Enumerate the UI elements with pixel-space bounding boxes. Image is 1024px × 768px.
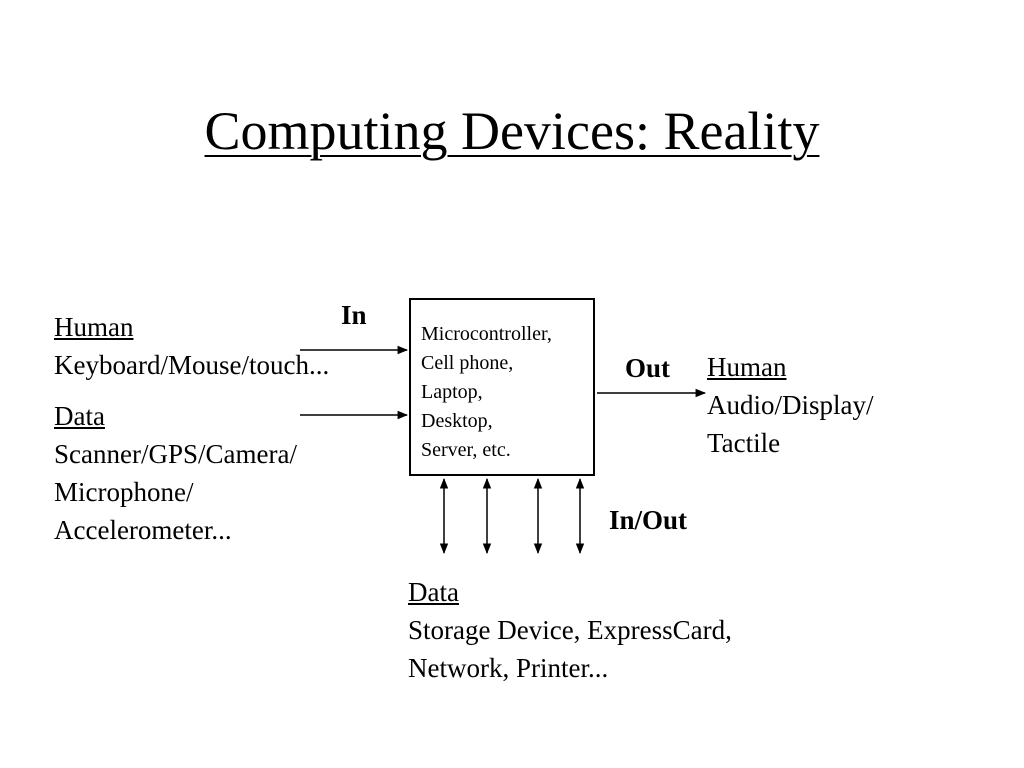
input-human-group: Human Keyboard/Mouse/touch... xyxy=(54,308,329,384)
input-data-group: Data Scanner/GPS/Camera/ Microphone/ Acc… xyxy=(54,397,297,549)
computing-device-box: Microcontroller, Cell phone, Laptop, Des… xyxy=(409,298,595,476)
output-human-heading: Human xyxy=(707,352,787,382)
device-line-laptop: Laptop, xyxy=(421,381,483,403)
device-line-server: Server, etc. xyxy=(421,439,511,461)
in-label: In xyxy=(341,300,367,330)
output-human-line-2: Tactile xyxy=(707,428,781,458)
io-data-group: Data Storage Device, ExpressCard, Networ… xyxy=(408,573,732,687)
input-human-heading: Human xyxy=(54,312,134,342)
io-data-line-1: Storage Device, ExpressCard, xyxy=(408,615,732,645)
io-data-line-2: Network, Printer... xyxy=(408,653,609,683)
input-data-line-3: Accelerometer... xyxy=(54,515,232,545)
io-data-heading: Data xyxy=(408,577,459,607)
input-human-devices: Keyboard/Mouse/touch... xyxy=(54,350,330,380)
output-human-group: Human Audio/Display/ Tactile xyxy=(707,348,874,462)
device-line-microcontroller: Microcontroller, xyxy=(421,323,552,345)
slide-title: Computing Devices: Reality xyxy=(204,101,820,161)
input-data-line-1: Scanner/GPS/Camera/ xyxy=(54,439,297,469)
input-data-heading: Data xyxy=(54,401,105,431)
out-label: Out xyxy=(625,353,671,383)
device-line-cell-phone: Cell phone, xyxy=(421,352,514,374)
device-list: Microcontroller, Cell phone, Laptop, Des… xyxy=(421,320,552,465)
input-data-line-2: Microphone/ xyxy=(54,477,194,507)
output-human-line-1: Audio/Display/ xyxy=(707,390,874,420)
in-out-label: In/Out xyxy=(609,505,688,535)
device-line-desktop: Desktop, xyxy=(421,410,493,432)
